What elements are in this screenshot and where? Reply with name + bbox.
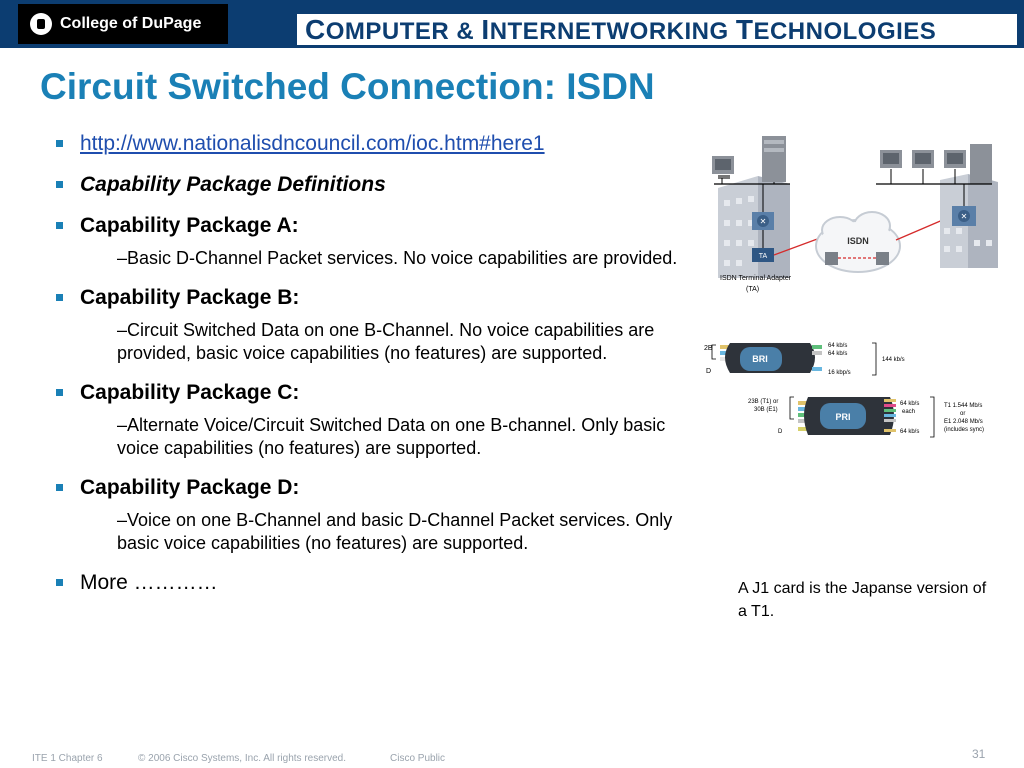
- bullet-icon: [56, 222, 63, 229]
- svg-text:64 kb/s: 64 kb/s: [900, 401, 919, 407]
- svg-text:64 kb/s: 64 kb/s: [900, 429, 919, 435]
- department-title: COMPUTER & INTERNETWORKING TECHNOLOGIES: [297, 14, 1017, 45]
- svg-text:144 kb/s: 144 kb/s: [882, 357, 905, 363]
- bullet-icon: [56, 181, 63, 188]
- logo-text: College of DuPage: [60, 15, 202, 32]
- bullet-list: http://www.nationalisdncouncil.com/ioc.h…: [50, 131, 690, 596]
- bullet-package-b: Capability Package B:: [50, 285, 690, 311]
- svg-text:ISDN: ISDN: [847, 236, 869, 246]
- svg-text:64 kb/s: 64 kb/s: [828, 343, 847, 349]
- bullet-more: More …………: [50, 570, 690, 596]
- pri-cable-diagram: 23B (T1) or 30B (E1) D PRI 64 kb/s each …: [748, 396, 984, 438]
- council-link[interactable]: http://www.nationalisdncouncil.com/ioc.h…: [50, 131, 690, 157]
- isdn-network-diagram: ✕ TA ISDN Terminal Adapter (TA) ISDN ✕: [712, 136, 998, 293]
- svg-text:23B (T1) or: 23B (T1) or: [748, 399, 778, 405]
- bullet-icon: [56, 294, 63, 301]
- svg-text:30B (E1): 30B (E1): [754, 407, 778, 413]
- header-bar: College of DuPage COMPUTER & INTERNETWOR…: [0, 0, 1024, 48]
- package-c-description: –Alternate Voice/Circuit Switched Data o…: [117, 415, 666, 458]
- page-number: 31: [972, 747, 986, 761]
- svg-text:T1 1.544 Mb/s: T1 1.544 Mb/s: [944, 403, 982, 409]
- adapter-label: ISDN Terminal Adapter: [720, 275, 792, 282]
- svg-text:each: each: [902, 409, 915, 415]
- footer-classification: Cisco Public: [390, 753, 446, 764]
- bullet-package-d: Capability Package D:: [50, 475, 690, 501]
- svg-text:PRI: PRI: [835, 412, 850, 422]
- footer-course: ITE 1 Chapter 6: [32, 753, 103, 764]
- svg-text:64 kb/s: 64 kb/s: [828, 351, 847, 357]
- logo-icon: [30, 13, 52, 35]
- right-workstations-icon: [880, 144, 992, 184]
- package-a-description: –Basic D-Channel Packet services. No voi…: [117, 248, 678, 268]
- package-d-description: –Voice on one B-Channel and basic D-Chan…: [117, 510, 673, 553]
- bri-cable-diagram: 2B D BRI 64 kb/s 64 kb/s 16 kbp/s 144 kb…: [704, 342, 905, 376]
- bullet-icon: [56, 389, 63, 396]
- bri-cable-icon: BRI: [720, 343, 822, 373]
- pri-cable-icon: PRI: [798, 397, 896, 435]
- svg-text:D: D: [706, 368, 711, 375]
- adapter-abbr: (TA): [746, 286, 759, 293]
- svg-text:D: D: [778, 429, 783, 435]
- terminal-adapter-icon: TA: [752, 248, 774, 262]
- bullet-package-c: Capability Package C:: [50, 380, 690, 406]
- right-router-icon: ✕: [952, 206, 976, 226]
- svg-text:✕: ✕: [760, 217, 767, 226]
- slide-title: Circuit Switched Connection: ISDN: [40, 66, 655, 107]
- svg-text:or: or: [960, 411, 965, 417]
- bullet-package-a: Capability Package A:: [50, 213, 690, 239]
- left-workstation-icon: [712, 156, 734, 179]
- svg-text:✕: ✕: [961, 212, 968, 221]
- bullet-definitions: Capability Package Definitions: [50, 172, 690, 198]
- bullet-icon: [56, 140, 63, 147]
- svg-text:BRI: BRI: [752, 354, 768, 364]
- footer-copyright: © 2006 Cisco Systems, Inc. All rights re…: [138, 753, 347, 764]
- j1-caption: A J1 card is the Japanse version of a T1…: [738, 580, 987, 620]
- isdn-link-left: [773, 237, 821, 256]
- left-router-icon: ✕: [752, 212, 774, 230]
- svg-text:16 kbp/s: 16 kbp/s: [828, 370, 851, 376]
- isdn-cloud-icon: ISDN: [815, 211, 901, 273]
- left-server-icon: [762, 136, 786, 182]
- package-b-description: –Circuit Switched Data on one B-Channel.…: [117, 320, 655, 363]
- bullet-icon: [56, 579, 63, 586]
- svg-text:E1 2.048 Mb/s: E1 2.048 Mb/s: [944, 419, 983, 425]
- svg-text:TA: TA: [759, 253, 768, 260]
- svg-text:2B: 2B: [704, 345, 713, 352]
- svg-text:(includes sync): (includes sync): [944, 427, 984, 433]
- college-logo: College of DuPage: [18, 4, 228, 44]
- bullet-icon: [56, 484, 63, 491]
